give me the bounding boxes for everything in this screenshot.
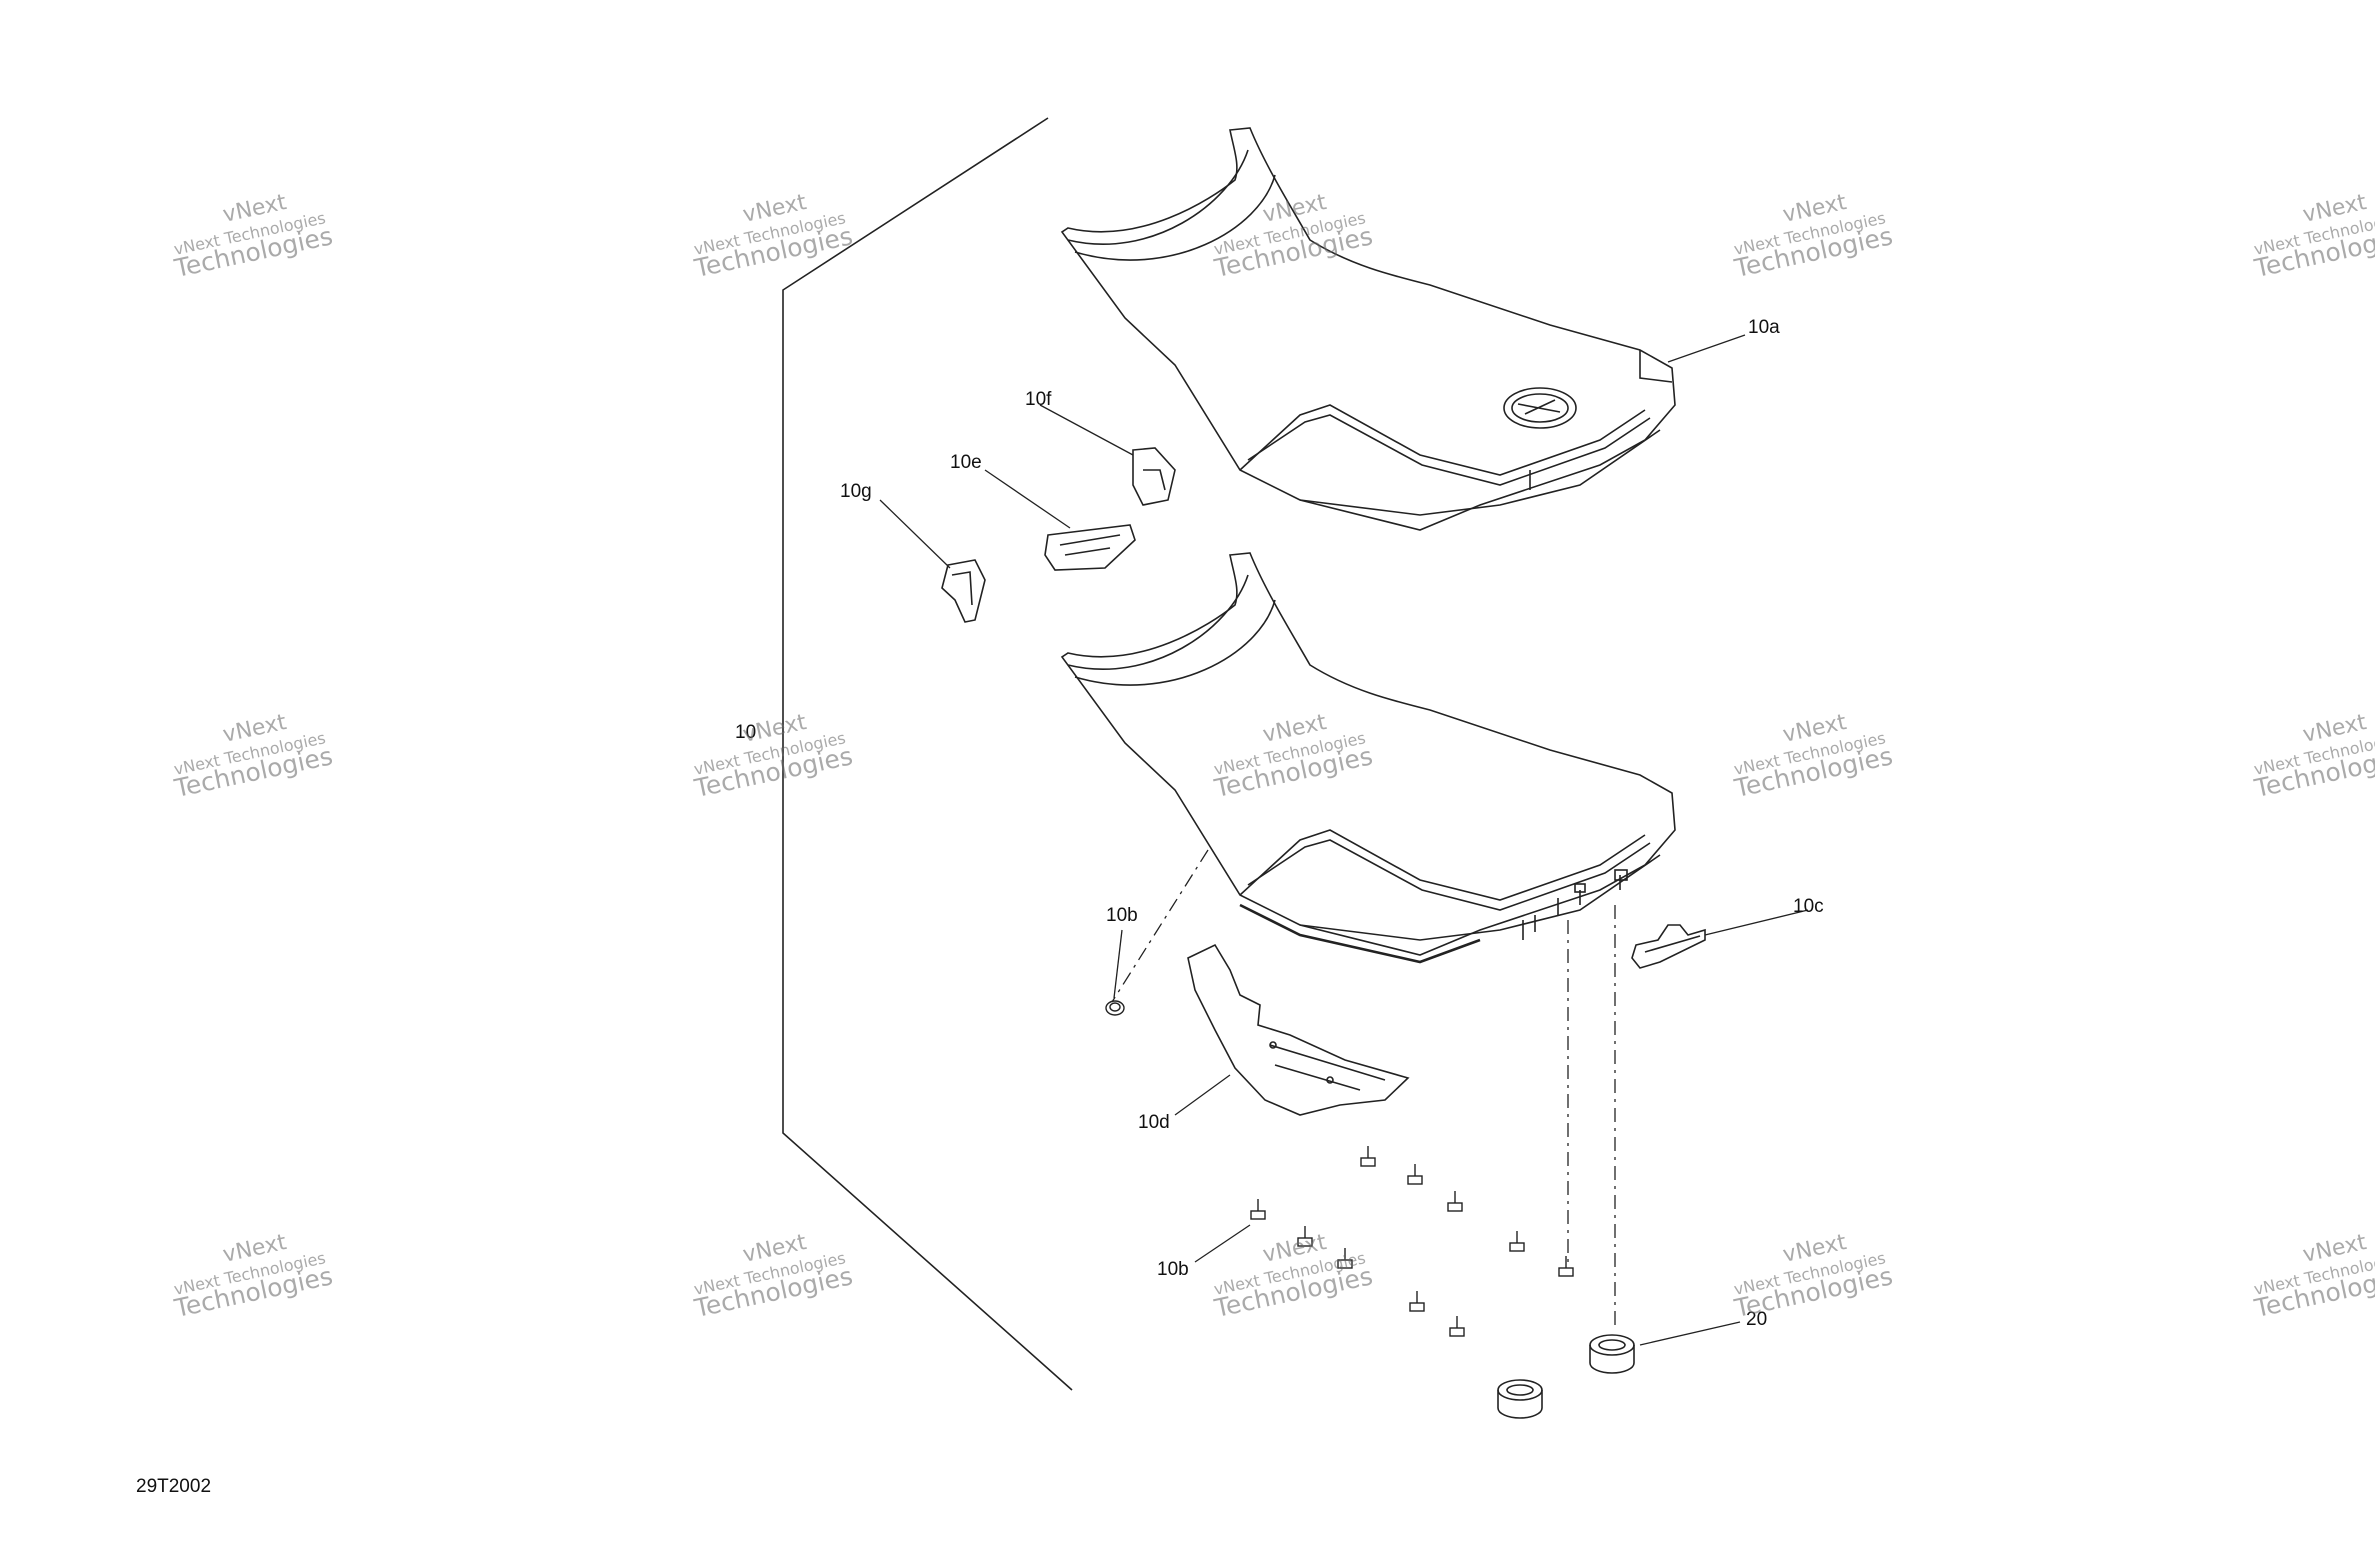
cap-icon [1497,1334,1635,1419]
seat-upper-icon [1060,127,1676,531]
callout-10g: 10g [840,481,872,502]
callout-10e: 10e [950,452,982,473]
clip-icon [941,447,1176,623]
callout-10a: 10a [1748,317,1780,338]
callout-10f: 10f [1025,389,1052,410]
logo-emblem [1503,387,1577,429]
assembly-bracket-line [782,117,1073,1391]
clip-10f [1132,447,1176,506]
callout-20: 20 [1746,1309,1767,1330]
bracket-icon [1631,924,1706,969]
heat-shield-icon [1187,943,1410,1116]
leader-lines [879,334,1809,1346]
clip-10g [941,559,986,623]
callout-10b-top: 10b [1106,905,1138,926]
callout-10c: 10c [1793,896,1824,917]
callout-10b-bottom: 10b [1157,1259,1189,1280]
callout-10d: 10d [1138,1112,1170,1133]
seat-lower-icon [1060,552,1676,964]
grommet-icon [1105,1000,1574,1337]
figure-id: 29T2002 [136,1476,212,1497]
clip-10e [1044,524,1136,571]
callout-10: 10 [735,722,756,743]
